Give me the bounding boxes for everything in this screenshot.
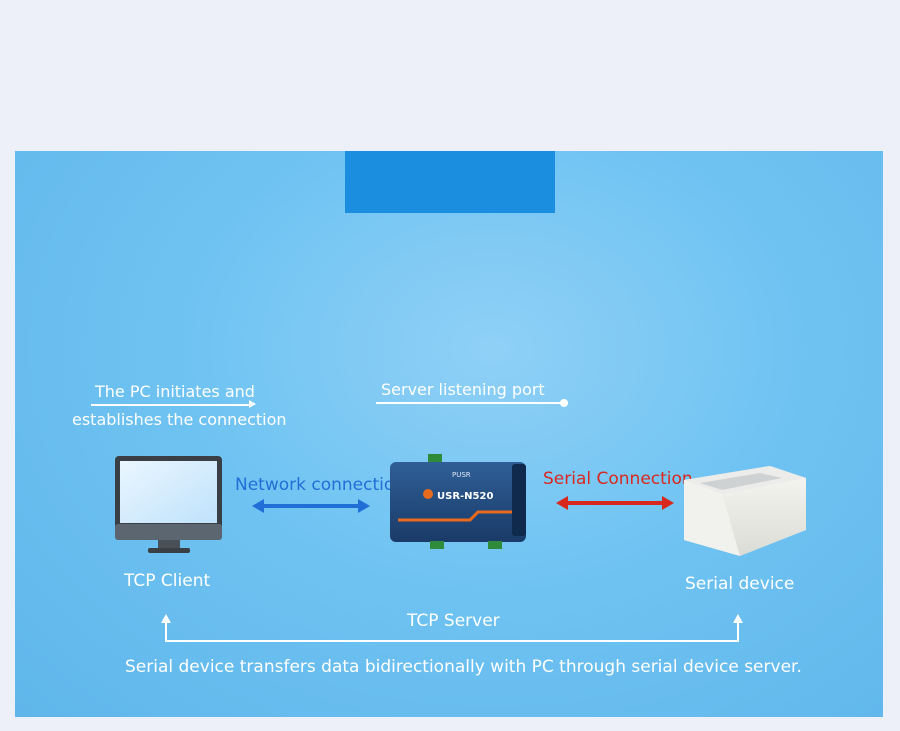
- pc-initiates-label-line2: establishes the connection: [72, 410, 287, 429]
- server-listening-underline: [376, 402, 564, 404]
- network-connection-label: Network connection: [235, 475, 406, 495]
- tcp-server-label: TCP Server: [407, 611, 500, 631]
- server-listening-dot: [560, 399, 568, 407]
- device-brand-label: PUSR: [452, 471, 471, 479]
- server-listening-label: Server listening port: [381, 380, 545, 399]
- pc-initiates-arrowhead: [249, 400, 256, 408]
- pc-initiates-label-line1: The PC initiates and: [95, 382, 255, 401]
- network-connection-arrow: [252, 499, 370, 513]
- serial-connection-arrow: [556, 496, 674, 510]
- header-tab: [345, 151, 555, 213]
- tcp-server-bracket: [161, 614, 743, 642]
- pc-initiates-underline: [91, 404, 251, 406]
- serial-device-label: Serial device: [685, 574, 795, 594]
- caption: Serial device transfers data bidirection…: [125, 657, 802, 677]
- device-server-icon: [390, 454, 526, 549]
- device-model-label: USR-N520: [437, 491, 494, 502]
- serial-device-printer-icon: [684, 466, 806, 556]
- tcp-client-label: TCP Client: [124, 571, 211, 591]
- monitor-icon: [115, 456, 222, 553]
- serial-connection-label: Serial Connection: [543, 469, 693, 489]
